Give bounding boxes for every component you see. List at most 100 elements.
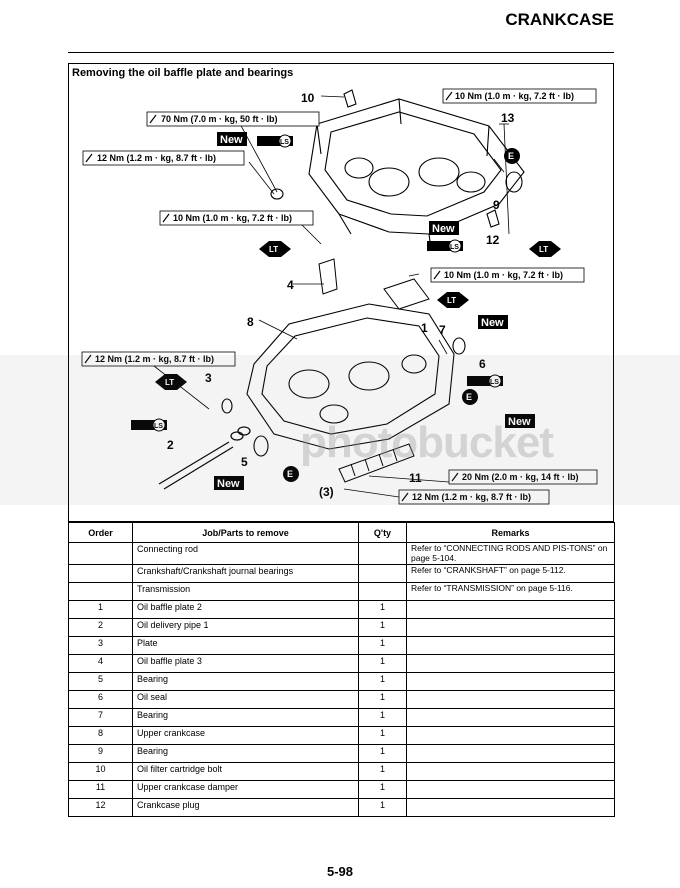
cell-order	[68, 542, 133, 565]
cell-remarks	[406, 708, 615, 727]
e-badge-3: E	[287, 469, 293, 479]
table-header-row: Order Job/Parts to remove Q'ty Remarks	[68, 522, 615, 543]
table-row: Transmission Refer to “TRANSMISSION” on p…	[68, 582, 615, 601]
torque-spec-5: 10 Nm (1.0 m · kg, 7.2 ft · lb)	[444, 270, 563, 280]
table-row: Crankshaft/Crankshaft journal bearings Re…	[68, 564, 615, 583]
ls-badge-2: LS	[450, 244, 459, 251]
new-label-3: New	[481, 317, 504, 329]
cell-qty	[358, 582, 407, 601]
callout-8: 8	[247, 315, 254, 329]
cell-part: Oil delivery pipe 1	[132, 618, 359, 637]
cell-order: 12	[68, 798, 133, 817]
column-header-part: Job/Parts to remove	[132, 522, 359, 543]
cell-qty: 1	[358, 654, 407, 673]
diagram-title: Removing the oil baffle plate and bearin…	[72, 67, 294, 79]
cell-remarks	[406, 618, 615, 637]
cell-part: Bearing	[132, 672, 359, 691]
cell-order: 11	[68, 780, 133, 799]
diagram-panel: Removing the oil baffle plate and bearin…	[68, 63, 614, 522]
lower-crankcase-drawing	[246, 303, 455, 450]
cell-part: Transmission	[132, 582, 359, 601]
column-header-qty: Q'ty	[358, 522, 407, 543]
new-label-4: New	[508, 416, 531, 428]
cell-order	[68, 564, 133, 583]
lt-badge-3: LT	[447, 296, 456, 305]
torque-spec-7: 20 Nm (2.0 m · kg, 14 ft · lb)	[462, 472, 579, 482]
cell-remarks	[406, 780, 615, 799]
cell-remarks	[406, 690, 615, 709]
e-badge-2: E	[466, 392, 472, 402]
cell-order: 4	[68, 654, 133, 673]
cell-order: 10	[68, 762, 133, 781]
cell-remarks	[406, 762, 615, 781]
callout-13: 13	[501, 111, 515, 125]
cell-order: 5	[68, 672, 133, 691]
cell-qty: 1	[358, 636, 407, 655]
oil-pipe-drawing	[158, 426, 251, 490]
header-rule	[68, 52, 614, 53]
cell-remarks: Refer to “CRANKSHAFT” on page 5-112.	[406, 564, 615, 583]
cell-remarks: Refer to “TRANSMISSION” on page 5-116.	[406, 582, 615, 601]
cell-part: Oil filter cartridge bolt	[132, 762, 359, 781]
cell-part: Oil baffle plate 2	[132, 600, 359, 619]
cell-part: Plate	[132, 636, 359, 655]
upper-crankcase-drawing	[308, 98, 525, 250]
cell-qty: 1	[358, 744, 407, 763]
cell-remarks	[406, 654, 615, 673]
cell-part: Oil baffle plate 3	[132, 654, 359, 673]
torque-spec-1: 10 Nm (1.0 m · kg, 7.2 ft · lb)	[455, 91, 574, 101]
cell-order: 8	[68, 726, 133, 745]
column-header-remarks: Remarks	[406, 522, 615, 543]
exploded-diagram: 10 13 9 12 4 8 1 7 6 3 2 5 11 (3) 10 Nm …	[81, 88, 598, 505]
cell-part: Connecting rod	[132, 542, 359, 565]
callout-2: 2	[167, 438, 174, 452]
page-number: 5-98	[326, 864, 354, 879]
cell-order: 6	[68, 690, 133, 709]
torque-spec-2: 70 Nm (7.0 m · kg, 50 ft · lb)	[161, 114, 278, 124]
callout-7: 7	[439, 323, 446, 337]
cell-order: 7	[68, 708, 133, 727]
torque-spec-6: 12 Nm (1.2 m · kg, 8.7 ft · lb)	[95, 354, 214, 364]
cell-qty	[358, 542, 407, 565]
damper-drawing	[338, 443, 415, 483]
cell-part: Oil seal	[132, 690, 359, 709]
cell-qty	[358, 564, 407, 583]
cell-qty: 1	[358, 672, 407, 691]
callout-11: 11	[409, 471, 422, 485]
callout-9: 9	[493, 198, 500, 212]
cell-order: 2	[68, 618, 133, 637]
callout-6: 6	[479, 357, 486, 371]
ls-badge-4: LS	[154, 423, 163, 430]
cell-remarks	[406, 600, 615, 619]
cell-remarks	[406, 744, 615, 763]
new-label-2: New	[432, 223, 455, 235]
cell-part: Bearing	[132, 708, 359, 727]
cell-part: Crankcase plug	[132, 798, 359, 817]
ls-badge-1: LS	[280, 139, 289, 146]
page-title: CRANKCASE	[505, 10, 614, 29]
column-header-order: Order	[68, 522, 133, 543]
cell-part: Crankshaft/Crankshaft journal bearings	[132, 564, 359, 583]
new-label-1: New	[220, 134, 243, 146]
new-label-5: New	[217, 478, 240, 490]
callout-4: 4	[287, 278, 294, 292]
callout-3-paren: (3)	[319, 485, 334, 499]
wrench-icon	[84, 91, 459, 502]
cell-remarks	[406, 636, 615, 655]
parts-table: Order Job/Parts to remove Q'ty Remarks C…	[68, 522, 615, 817]
cell-remarks	[406, 672, 615, 691]
cell-order: 3	[68, 636, 133, 655]
cell-part: Upper crankcase damper	[132, 780, 359, 799]
cell-order	[68, 582, 133, 601]
